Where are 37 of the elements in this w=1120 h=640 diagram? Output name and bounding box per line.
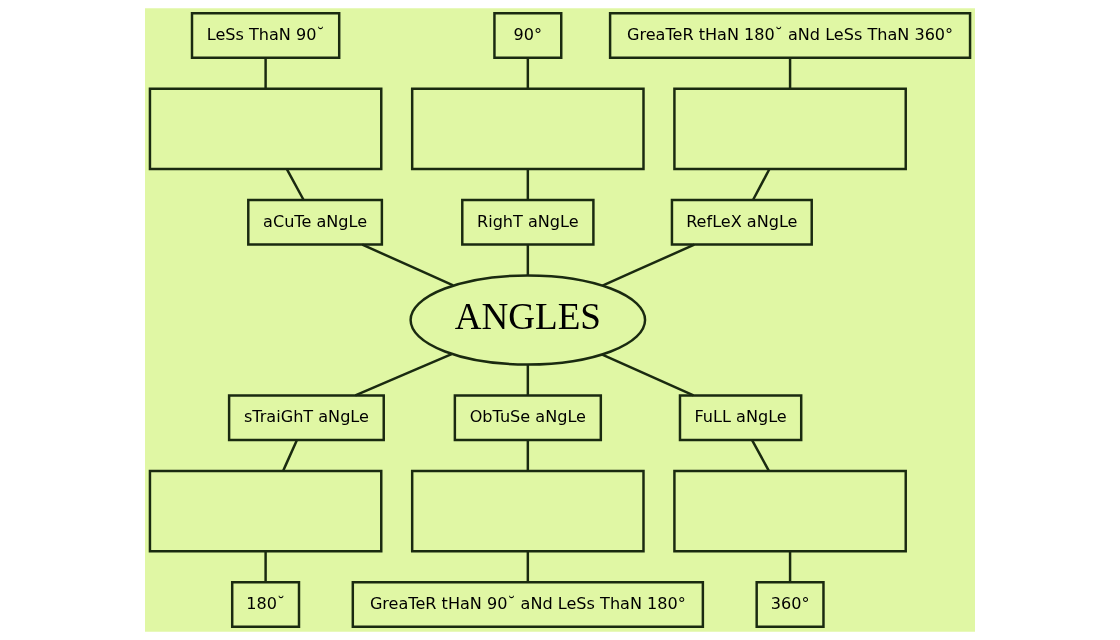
connector: [751, 439, 770, 472]
connector: [526, 169, 530, 200]
node-box: FuLL aNgLe: [678, 394, 803, 442]
node-ellipse: ANGLES: [409, 274, 647, 366]
node-box: aCuTe aNgLe: [247, 198, 384, 246]
node-box: 360°: [755, 581, 825, 628]
connector: [526, 244, 530, 276]
node-box: RefLeX aNgLe: [670, 198, 813, 246]
node-box: LeSs ThaN 90˘: [190, 12, 341, 59]
connector: [264, 551, 267, 582]
connector: [526, 364, 530, 396]
connector: [264, 57, 267, 89]
connector: [285, 168, 305, 201]
node-box: GreaTeR tHaN 90˘ aNd LeSs ThaN 180°: [351, 581, 705, 628]
node-box: sTraiGhT aNgLe: [227, 394, 385, 442]
connector: [788, 551, 792, 582]
node-box: 180˘: [230, 581, 301, 628]
connector: [752, 168, 771, 201]
node-box: [148, 87, 383, 171]
connector: [526, 551, 530, 582]
connector: [788, 57, 792, 89]
connector: [361, 243, 454, 287]
node-box: [410, 469, 645, 553]
node-box: [410, 87, 645, 171]
node-box: ObTuSe aNgLe: [453, 394, 603, 442]
connector: [602, 243, 695, 287]
node-box: [673, 469, 907, 553]
connector: [526, 440, 530, 471]
connector: [282, 439, 299, 472]
node-box: [673, 87, 907, 171]
connector: [354, 352, 453, 397]
connector: [526, 57, 530, 89]
connector: [601, 353, 694, 397]
node-box: 90°: [493, 12, 563, 59]
node-box: GreaTeR tHaN 180˘ aNd LeSs ThaN 360°: [608, 12, 972, 59]
node-box: [148, 469, 383, 553]
node-box: RighT aNgLe: [461, 198, 595, 246]
